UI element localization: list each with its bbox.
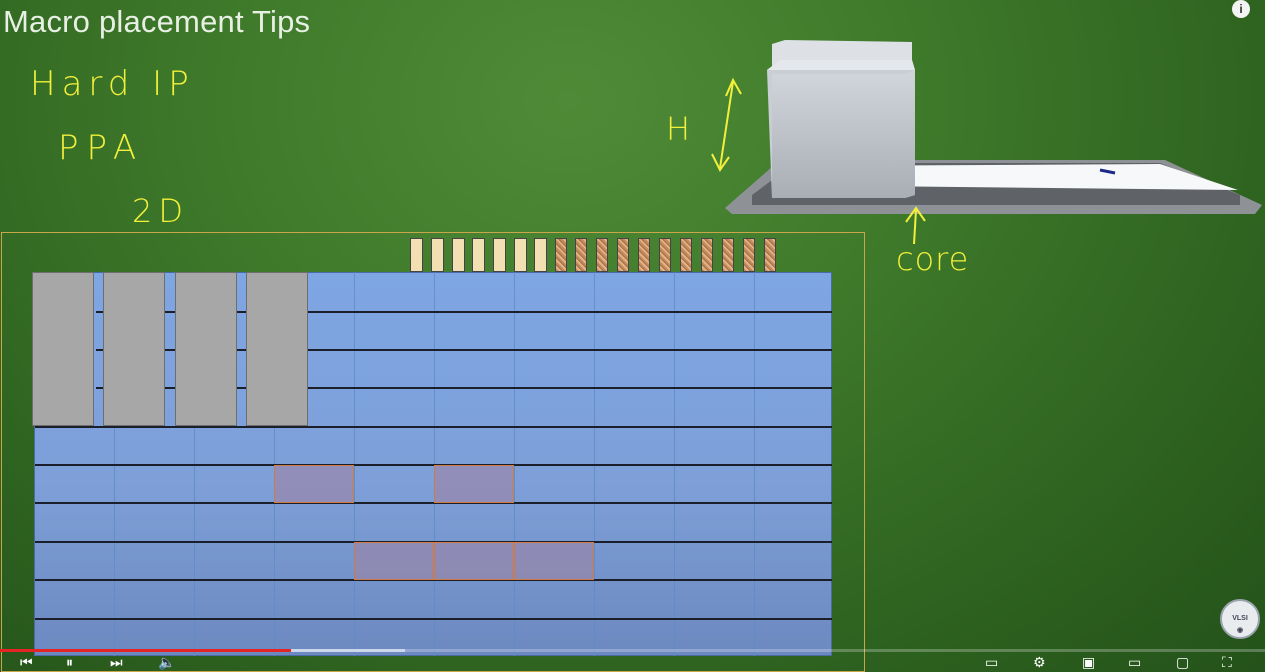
io-pin [722, 238, 734, 272]
miniplayer-icon[interactable]: ▣ [1082, 655, 1096, 671]
macro-block [32, 272, 94, 426]
note-hard-ip: Hard IP [30, 64, 195, 104]
macro-block [103, 272, 165, 426]
standard-cell [434, 465, 514, 503]
io-pin [764, 238, 776, 272]
placement-row-line [35, 426, 832, 428]
io-pin [555, 238, 567, 272]
io-pin [638, 238, 650, 272]
height-arrow-top-head [725, 77, 742, 97]
io-pin [534, 238, 547, 272]
io-pin [431, 238, 444, 272]
io-pin [659, 238, 671, 272]
height-label: H [666, 110, 697, 148]
placement-row-line [35, 579, 832, 581]
macro-front [772, 70, 915, 198]
info-icon[interactable]: i [1232, 0, 1250, 18]
io-pin [743, 238, 755, 272]
core-label: core [896, 240, 970, 278]
core-arrow [913, 209, 917, 245]
io-pin [452, 238, 465, 272]
video-progress-bar[interactable] [0, 649, 1265, 652]
io-pin [680, 238, 692, 272]
subtitles-icon[interactable]: ▭ [985, 655, 999, 671]
theater-icon[interactable]: ▭ [1128, 655, 1142, 671]
placement-row-line [35, 502, 832, 504]
io-pin [493, 238, 506, 272]
io-pin [514, 238, 527, 272]
settings-icon[interactable]: ⚙ [1033, 655, 1046, 671]
standard-cell [274, 465, 354, 503]
placement-row-line [96, 387, 832, 389]
slide-title: Macro placement Tips [3, 4, 311, 39]
cast-icon[interactable]: ▢ [1176, 655, 1190, 671]
volume-icon[interactable]: 🔈 [158, 655, 176, 671]
standard-cell [354, 542, 434, 580]
core-arrow-head [905, 206, 926, 223]
vlsi-academy-logo: VLSI◉ [1220, 599, 1260, 639]
fullscreen-icon[interactable]: ⛶ [1222, 655, 1232, 671]
io-pin [701, 238, 713, 272]
io-pin [596, 238, 608, 272]
placement-row-line [96, 311, 832, 313]
macro-block [175, 272, 237, 426]
pause-icon[interactable]: ⏸ [66, 655, 73, 671]
io-pin [575, 238, 587, 272]
pen-mark [1099, 168, 1116, 175]
placement-row-line [35, 464, 832, 466]
player-controls: ⏮ ⏸ ⏭ 🔈 ▭ ⚙ ▣ ▭ ▢ ⛶ [0, 652, 1265, 672]
height-arrow-bottom-head [711, 153, 730, 172]
io-pin [617, 238, 629, 272]
macro-block [246, 272, 308, 426]
standard-cell [434, 542, 514, 580]
note-2d: 2D [132, 192, 189, 230]
note-ppa: PPA [58, 128, 145, 168]
placement-row-line [96, 349, 832, 351]
io-pin [472, 238, 485, 272]
progress-played [0, 649, 291, 652]
height-arrow [719, 81, 734, 169]
io-pin [410, 238, 423, 272]
previous-icon[interactable]: ⏮ [20, 655, 33, 671]
macro-top [767, 60, 915, 70]
next-icon[interactable]: ⏭ [110, 655, 123, 671]
standard-cell [514, 542, 594, 580]
placement-row-line [35, 618, 832, 620]
